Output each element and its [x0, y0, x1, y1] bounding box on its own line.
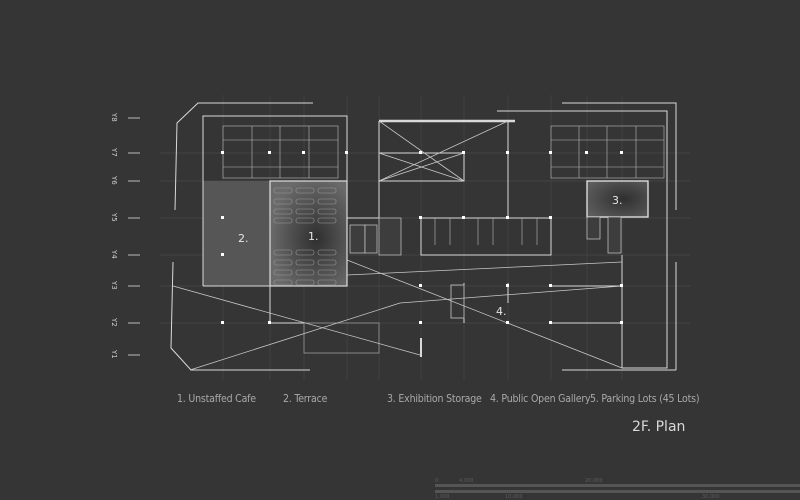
scale-label: 10,000	[505, 494, 523, 500]
axis-label-y8: Y8	[110, 113, 118, 122]
legend-item-gallery: 4. Public Open Gallery	[490, 393, 591, 405]
axis-label-y4: Y4	[110, 250, 118, 259]
legend-item-parking: 5. Parking Lots (45 Lots)	[590, 393, 700, 405]
legend-item-cafe: 1. Unstaffed Cafe	[177, 393, 256, 405]
cafe-tables	[273, 187, 337, 286]
parking-stalls	[222, 125, 665, 245]
axis-label-y6: Y6	[110, 176, 118, 185]
axis-label-y7: Y7	[110, 148, 118, 157]
plan-title: 2F. Plan	[632, 419, 686, 435]
axis-label-y1: Y1	[110, 350, 118, 359]
exhibition-storage-area	[586, 180, 649, 218]
legend-item-terrace: 2. Terrace	[283, 393, 328, 405]
scale-bar	[435, 484, 800, 493]
column-markers	[221, 151, 623, 324]
terrace-area	[203, 181, 270, 286]
axis-label-y5: Y5	[110, 213, 118, 222]
axis-ticks	[128, 117, 140, 356]
cores	[349, 216, 622, 256]
room-label-terrace: 2.	[238, 232, 249, 245]
axis-label-y3: Y3	[110, 281, 118, 290]
axis-label-y2: Y2	[110, 318, 118, 327]
room-label-storage: 3.	[612, 194, 623, 207]
scale-label: 0	[435, 478, 439, 484]
building-outline	[170, 102, 677, 371]
scale-label: 30,000	[702, 494, 720, 500]
scale-label: 20,000	[585, 478, 603, 484]
legend-item-storage: 3. Exhibition Storage	[387, 393, 482, 405]
room-label-cafe: 1.	[308, 230, 319, 243]
scale-label: 4,000	[459, 478, 474, 484]
room-label-gallery: 4.	[496, 305, 507, 318]
scale-label: 1,000	[435, 494, 450, 500]
